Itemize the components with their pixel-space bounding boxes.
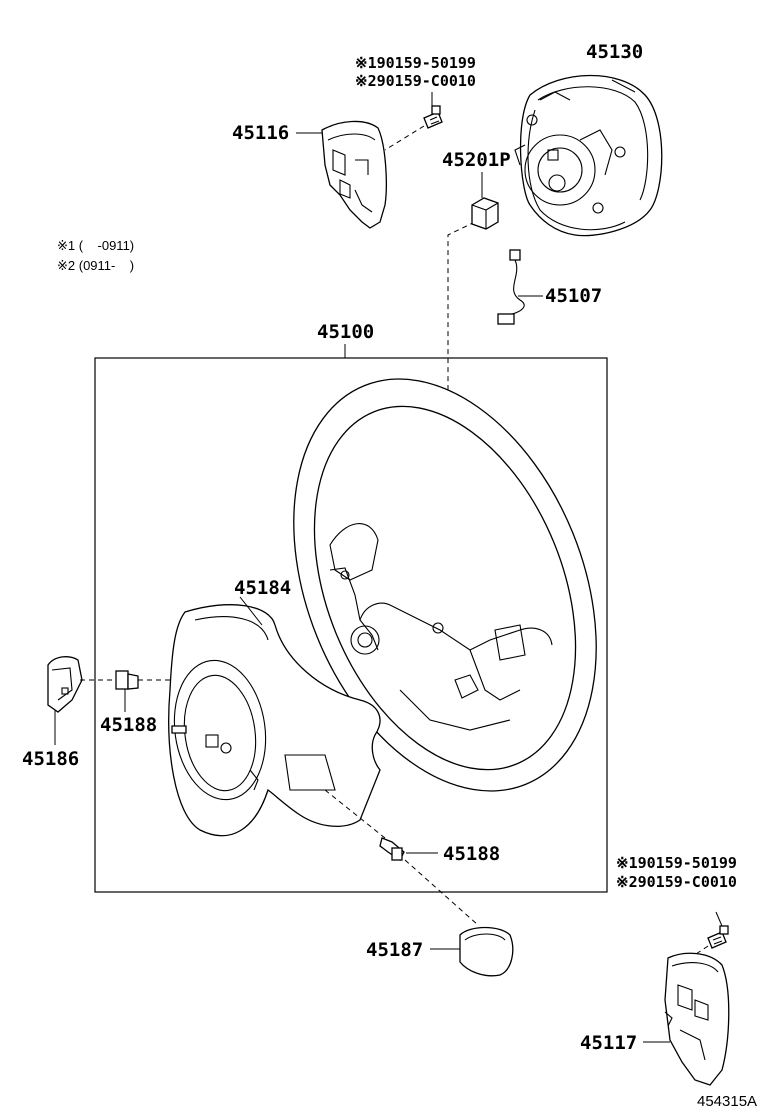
lower-cover-45184: [168, 604, 381, 837]
label-45187: 45187: [366, 939, 423, 961]
cap-45187: [459, 926, 514, 977]
label-45116: 45116: [232, 122, 289, 144]
screw-note-top-1: ※190159-50199: [355, 54, 476, 72]
wire-harness-45107: [497, 249, 525, 325]
screw-note-top-2: ※290159-C0010: [355, 72, 476, 90]
label-45107: 45107: [545, 285, 602, 307]
label-45188-bottom: 45188: [443, 843, 500, 865]
screw-45188-left: [115, 670, 139, 690]
airbag-pad-45130: [514, 74, 663, 237]
label-45117: 45117: [580, 1032, 637, 1054]
label-45188-left: 45188: [100, 714, 157, 736]
assembly-frame-45100: [94, 357, 608, 893]
nut-45201P: [471, 197, 499, 230]
screw-note-bottom-2: ※290159-C0010: [616, 873, 737, 891]
steering-switch-45116: [321, 120, 387, 229]
screw-note-bottom-1: ※190159-50199: [616, 854, 737, 872]
plate-45186: [47, 656, 83, 713]
label-45100: 45100: [317, 321, 374, 343]
pin: [171, 725, 187, 734]
screw-45188-bottom: [379, 837, 405, 861]
legend-note-1: ※1 ( -0911): [57, 238, 134, 253]
steering-wheel-body: [293, 378, 597, 792]
reference-code: 454315A: [697, 1093, 757, 1110]
label-45201P: 45201P: [442, 149, 511, 171]
screw-top: [423, 105, 443, 129]
screw-bottom: [707, 925, 729, 949]
label-45186: 45186: [22, 748, 79, 770]
label-45130: 45130: [586, 41, 643, 63]
legend-note-2: ※2 (0911- ): [57, 258, 134, 273]
steering-switch-45117: [664, 952, 730, 1086]
label-45184: 45184: [234, 577, 291, 599]
